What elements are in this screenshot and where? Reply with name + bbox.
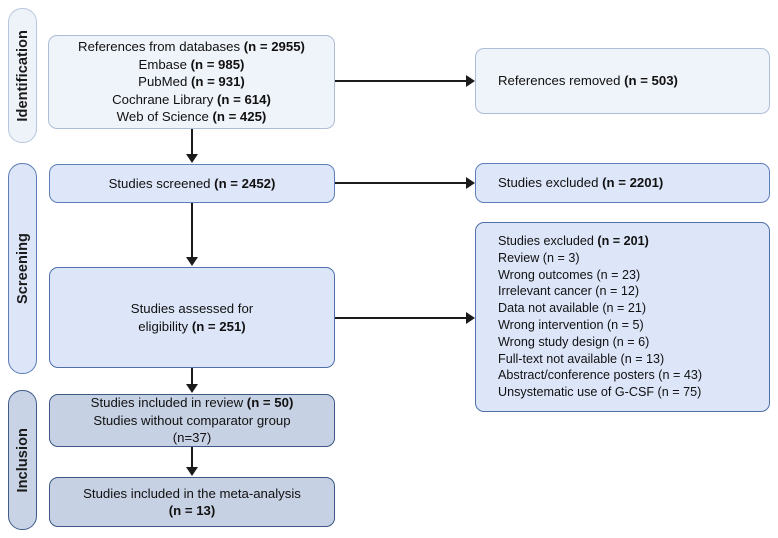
databases-line-total: References from databases (n = 2955) xyxy=(78,39,305,55)
connector-included-to-meta xyxy=(191,447,193,468)
exclusion-reason-data-not-available: Data not available (n = 21) xyxy=(498,301,647,316)
arrowhead-eligibility-to-included xyxy=(186,384,198,393)
meta-line-1: Studies included in the meta-analysis xyxy=(83,485,301,501)
phase-bar-inclusion: Inclusion xyxy=(8,390,37,530)
node-studies-included-in-review: Studies included in review (n = 50) Stud… xyxy=(49,394,335,447)
node-studies-excluded-screening: Studies excluded (n = 2201) xyxy=(475,163,770,203)
eligibility-line-2: eligibility (n = 251) xyxy=(138,318,246,334)
databases-line-cochrane: Cochrane Library (n = 614) xyxy=(112,91,271,107)
connector-screened-to-eligibility xyxy=(191,203,193,258)
databases-line-embase: Embase (n = 985) xyxy=(138,56,245,72)
arrowhead-screened-to-excluded xyxy=(466,177,475,189)
exclusion-reason-unsystematic-gcsf: Unsystematic use of G-CSF (n = 75) xyxy=(498,385,702,400)
arrowhead-databases-to-removed xyxy=(466,75,475,87)
arrowhead-eligibility-to-excluded xyxy=(466,312,475,324)
exclusion-reason-review: Review (n = 3) xyxy=(498,250,580,265)
meta-line-2: (n = 13) xyxy=(168,503,216,518)
phase-label-identification: Identification xyxy=(14,29,31,122)
connector-eligibility-to-included xyxy=(191,368,193,385)
exclusion-reason-fulltext-not-available: Full-text not available (n = 13) xyxy=(498,351,665,366)
exclusion-reason-wrong-study-design: Wrong study design (n = 6) xyxy=(498,334,650,349)
phase-label-screening: Screening xyxy=(14,232,31,304)
phase-bar-identification: Identification xyxy=(8,8,37,143)
exclusion-reason-wrong-intervention: Wrong intervention (n = 5) xyxy=(498,318,644,332)
phase-bar-screening: Screening xyxy=(8,163,37,374)
node-references-from-databases: References from databases (n = 2955) Emb… xyxy=(48,35,335,129)
arrowhead-screened-to-eligibility xyxy=(186,257,198,266)
arrowhead-included-to-meta xyxy=(186,467,198,476)
included-line-2: Studies without comparator group xyxy=(93,412,291,428)
phase-label-inclusion: Inclusion xyxy=(14,427,31,493)
included-line-1: Studies included in review (n = 50) xyxy=(90,395,294,411)
node-studies-assessed-for-eligibility: Studies assessed for eligibility (n = 25… xyxy=(49,267,335,368)
connector-databases-to-screened xyxy=(191,129,193,155)
node-references-removed: References removed (n = 503) xyxy=(475,48,770,114)
exclusion-reason-abstract-posters: Abstract/conference posters (n = 43) xyxy=(498,368,703,383)
node-studies-screened: Studies screened (n = 2452) xyxy=(49,164,335,203)
connector-screened-to-excluded xyxy=(335,182,467,184)
connector-databases-to-removed xyxy=(335,80,467,82)
arrowhead-databases-to-screened xyxy=(186,154,198,163)
included-line-3: (n=37) xyxy=(172,430,212,446)
exclusion-reason-irrelevant-cancer: Irrelevant cancer (n = 12) xyxy=(498,284,640,299)
node-studies-excluded-eligibility: Studies excluded (n = 201) Review (n = 3… xyxy=(475,222,770,412)
exclusion-reason-wrong-outcomes: Wrong outcomes (n = 23) xyxy=(498,267,641,282)
excluded-eligibility-header: Studies excluded (n = 201) xyxy=(498,233,649,248)
eligibility-line-1: Studies assessed for xyxy=(130,301,254,317)
databases-line-pubmed: PubMed (n = 931) xyxy=(138,74,245,90)
node-studies-included-in-meta-analysis: Studies included in the meta-analysis (n… xyxy=(49,477,335,527)
connector-eligibility-to-excluded xyxy=(335,317,467,319)
databases-line-webofscience: Web of Science (n = 425) xyxy=(116,109,267,125)
